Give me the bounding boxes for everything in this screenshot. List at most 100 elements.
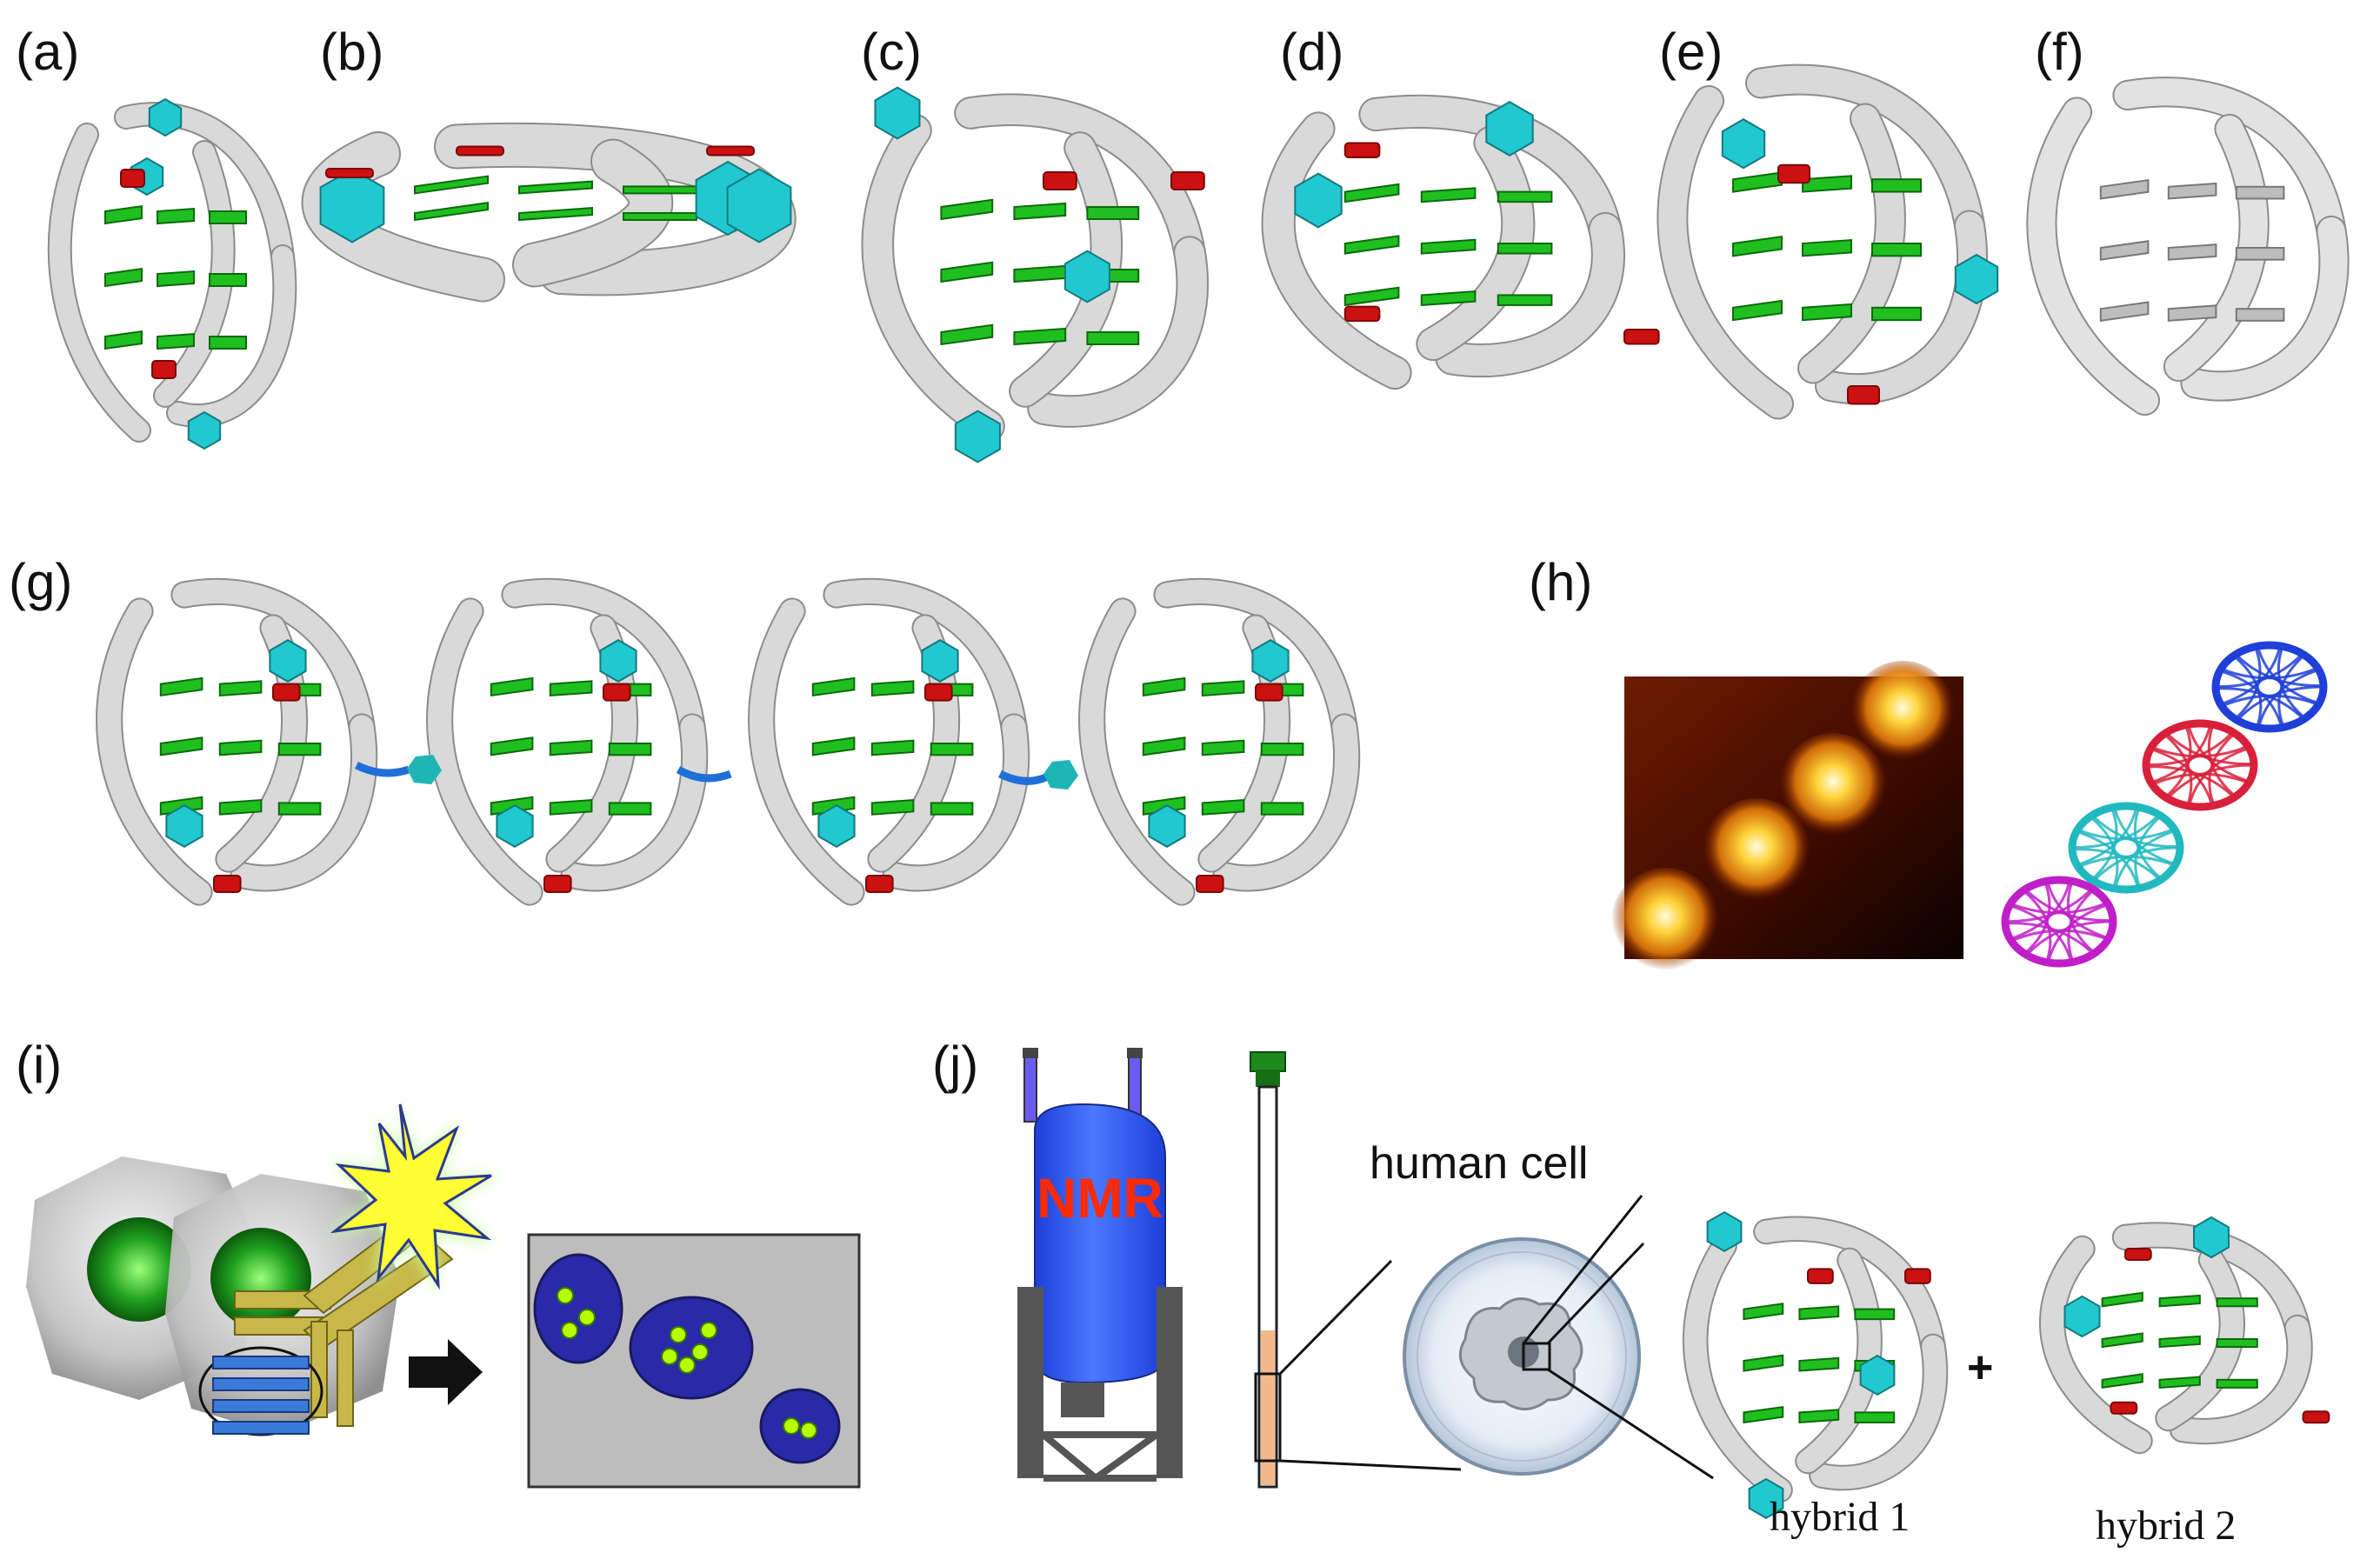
hybrid-1-label: hybrid 1 (1770, 1494, 1910, 1540)
tetrad-base (104, 330, 143, 350)
tetrad-base (1871, 243, 1922, 257)
panel-label-a: (a) (16, 23, 79, 81)
adenine-base (1043, 171, 1077, 190)
tetrad-base (1802, 239, 1852, 257)
tetrad-base (1260, 802, 1304, 816)
backbone-ribbon (1417, 127, 1534, 360)
tetrad-base (549, 799, 593, 816)
fluorescent-focus (670, 1326, 687, 1343)
loop-base (726, 168, 792, 243)
tetrad-base (518, 207, 593, 222)
tetrad-base (1013, 202, 1067, 221)
tetrad-base (2099, 301, 2150, 322)
tetrad-base (218, 739, 263, 756)
backbone-ribbon (428, 599, 542, 904)
backbone-ribbon (1658, 87, 1792, 418)
tetrad-base (1798, 1305, 1840, 1321)
nmr-magnet: NMR (1017, 1048, 1183, 1482)
linker-3-base (1043, 760, 1078, 790)
unit-backbone (2001, 876, 2117, 968)
panel-label-h: (h) (1529, 553, 1592, 611)
panel-labels: (a) (b) (c) (d) (e) (f) (g) (h) (i) (j) (9, 23, 2084, 1094)
backbone-ribbon (1799, 104, 1904, 383)
stained-nucleus-2 (629, 1296, 754, 1400)
quadruplex-structure-e (1657, 63, 1999, 420)
backbone-ribbon (155, 142, 234, 406)
fluorescent-focus (561, 1322, 578, 1339)
tube-sample (1261, 1330, 1275, 1485)
tetrad-base (1201, 680, 1245, 696)
tetrad-base (1013, 327, 1067, 346)
tetrad-base (159, 676, 203, 697)
tetrad-base (1201, 799, 1245, 816)
multimer-model (2001, 641, 2328, 968)
tube-zoom-box (1254, 1372, 1282, 1463)
backbone-ribbon (824, 579, 1026, 739)
linker-3 (997, 770, 1050, 785)
right-arrow-icon (409, 1339, 483, 1405)
backbone-ribbon (1810, 1335, 1947, 1489)
tetrad-base (157, 270, 195, 288)
tetrad-base (811, 676, 856, 697)
tetrad-base (159, 736, 203, 756)
probe-leg-2 (337, 1329, 354, 1427)
hybrid-2-label: hybrid 2 (2096, 1503, 2236, 1549)
panel-label-e: (e) (1659, 23, 1723, 81)
loop-base (2193, 1216, 2230, 1259)
tetrad-base (1343, 183, 1400, 203)
adenine-base (1904, 1268, 1931, 1284)
multimer-unit-magenta (2001, 876, 2117, 968)
tetrad-base (940, 261, 994, 283)
afm-spot-3 (1779, 733, 1887, 841)
tetrad-base (1497, 243, 1553, 255)
tandem-quadruplex-2 (426, 577, 709, 906)
tetrad-base (1798, 1356, 1840, 1372)
backbone-ribbon (231, 715, 377, 890)
tetrad-base (490, 676, 534, 697)
adenine-base (151, 360, 177, 379)
loop-base (148, 97, 183, 137)
fluorescent-focus (661, 1348, 678, 1365)
tetrad-base (2216, 1378, 2258, 1389)
tetrad-base (1743, 1303, 1784, 1321)
loop-base (599, 639, 637, 683)
backbone-ribbon (562, 715, 707, 890)
tetrad-base (2216, 1338, 2258, 1349)
tandem-quadruplex-3 (748, 577, 1030, 906)
tetrad-base (1871, 178, 1922, 193)
backbone-ribbon (2157, 1248, 2243, 1430)
loop-base (1148, 804, 1186, 848)
tetrad-base (1732, 171, 1783, 193)
fluorescent-focus (678, 1356, 696, 1374)
tandem-linkers (354, 755, 1078, 790)
loop-base (1706, 1210, 1743, 1253)
quadruplex-stack-icon (198, 1346, 323, 1436)
tetrad-base (1086, 206, 1140, 220)
loop-base (187, 410, 222, 450)
tetrad-base (1854, 1411, 1896, 1423)
fluorescent-focus (691, 1343, 709, 1361)
adenine-base (1807, 1268, 1834, 1284)
adenine-base (120, 169, 145, 188)
adenine-base (1623, 329, 1660, 345)
tetrad-base (2235, 308, 2285, 322)
loop-base (954, 410, 1001, 463)
panel-label-j: (j) (932, 1036, 978, 1094)
backbone-ribbon (514, 140, 672, 286)
loop-base (1294, 172, 1343, 229)
loop-base (1721, 118, 1766, 170)
quadruplex-structure-f (2026, 77, 2350, 416)
tetrad-base (1343, 286, 1400, 307)
nmr-tube (1250, 1051, 1462, 1489)
stained-nucleus-1 (533, 1253, 623, 1364)
tetrad-base (2158, 1294, 2201, 1308)
tetrad-base (1343, 235, 1400, 255)
tetrad-base (2235, 185, 2285, 200)
wire-strand (2257, 669, 2317, 726)
tetrad-base (414, 175, 489, 195)
nucleus-1 (87, 1217, 191, 1322)
tetrad-base (811, 736, 856, 756)
afm-spot-2 (1703, 798, 1810, 906)
cell-zoom-box (1522, 1342, 1551, 1371)
tetrad-base (2101, 1332, 2143, 1349)
